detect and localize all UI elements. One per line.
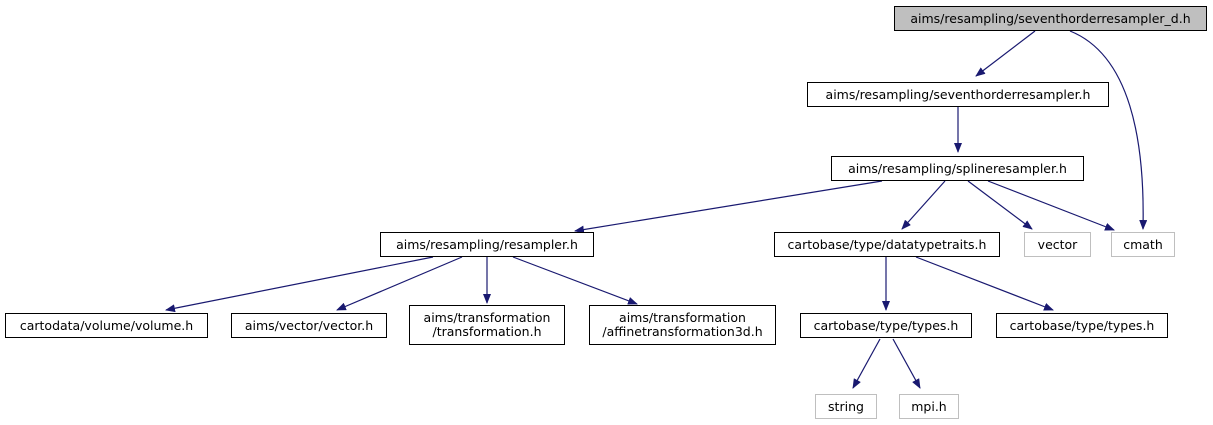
node-label: cartodata/volume/volume.h: [19, 317, 194, 333]
edge-spline-to-vector: [967, 180, 1033, 230]
node-cmath-external: cmath: [1111, 232, 1175, 257]
node-label: cartobase/type/types.h: [813, 317, 959, 333]
edge-root-to-seventh: [975, 30, 1036, 77]
node-mpi-external: mpi.h: [899, 394, 959, 419]
edge-types1-to-mpi: [892, 338, 921, 389]
edge-resampler-to-affine: [512, 256, 638, 305]
node-volume-h[interactable]: cartodata/volume/volume.h: [5, 313, 208, 338]
node-label-line1: aims/transformation: [423, 310, 551, 325]
node-vector-external: vector: [1024, 232, 1091, 257]
edge-datatypetraits-to-types2: [915, 256, 1054, 311]
node-label: cartobase/type/datatypetraits.h: [787, 236, 987, 252]
node-label: aims/vector/vector.h: [244, 317, 374, 333]
node-seventhorderresampler-d-h: aims/resampling/seventhorderresampler_d.…: [894, 6, 1207, 31]
node-splineresampler-h[interactable]: aims/resampling/splineresampler.h: [831, 156, 1084, 181]
node-transformation-h[interactable]: aims/transformation /transformation.h: [409, 305, 565, 345]
node-label-line2: /transformation.h: [432, 324, 542, 339]
edge-spline-to-cmath: [987, 180, 1115, 231]
node-label: aims/resampling/seventhorderresampler.h: [825, 86, 1091, 102]
node-types-h-2[interactable]: cartobase/type/types.h: [996, 313, 1168, 338]
node-aims-vector-h[interactable]: aims/vector/vector.h: [231, 313, 387, 338]
node-seventhorderresampler-h[interactable]: aims/resampling/seventhorderresampler.h: [807, 82, 1109, 107]
edge-spline-to-datatypetraits: [901, 180, 946, 230]
node-label: cartobase/type/types.h: [1009, 317, 1155, 333]
node-types-h-1[interactable]: cartobase/type/types.h: [800, 313, 972, 338]
node-label: cmath: [1123, 236, 1163, 252]
node-label: aims/resampling/splineresampler.h: [848, 160, 1067, 176]
node-label: mpi.h: [911, 398, 947, 414]
node-resampler-h[interactable]: aims/resampling/resampler.h: [380, 232, 594, 257]
node-label-line2: /affinetransformation3d.h: [602, 324, 763, 339]
node-affinetransformation3d-h[interactable]: aims/transformation /affinetransformatio…: [589, 305, 776, 345]
edge-resampler-to-aimsvector: [336, 256, 463, 311]
edge-types1-to-string: [852, 338, 881, 389]
node-label: aims/resampling/seventhorderresampler_d.…: [910, 10, 1191, 26]
edge-resampler-to-volume: [165, 256, 434, 313]
node-label-line1: aims/transformation: [619, 310, 746, 325]
edge-spline-to-resampler: [574, 180, 883, 234]
node-string-external: string: [815, 394, 877, 419]
node-datatypetraits-h[interactable]: cartobase/type/datatypetraits.h: [774, 232, 1000, 257]
edge-root-to-cmath: [1069, 30, 1148, 230]
node-label: aims/resampling/resampler.h: [396, 236, 578, 252]
node-label: string: [828, 398, 864, 414]
node-label: vector: [1037, 236, 1078, 252]
